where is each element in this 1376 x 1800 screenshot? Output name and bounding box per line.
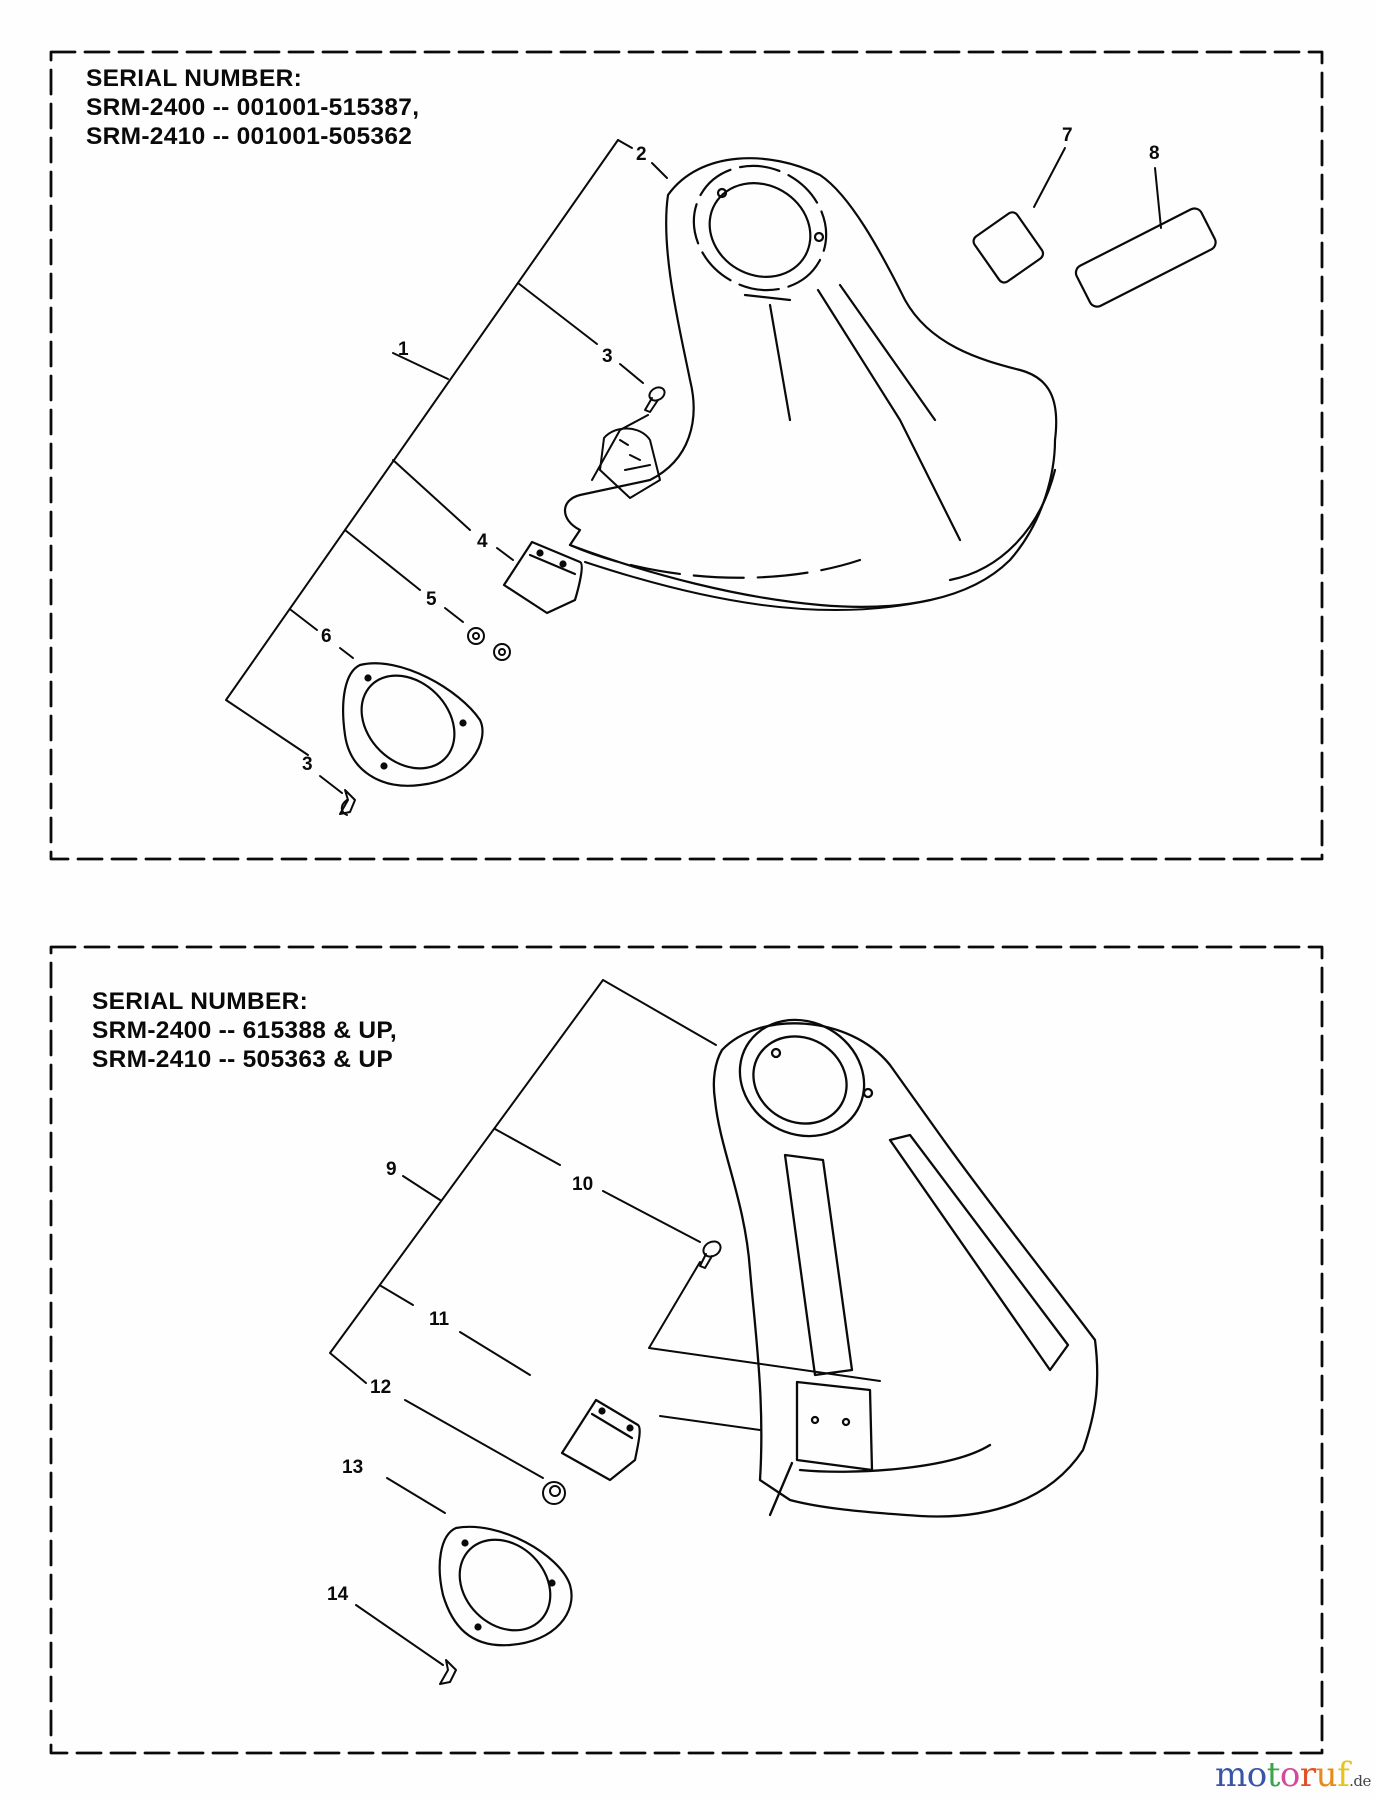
decal-part-7 bbox=[972, 211, 1045, 284]
retainer-plate-part-6 bbox=[342, 662, 484, 787]
bolt-part-10 bbox=[699, 1240, 722, 1269]
lower-serial-heading: SERIAL NUMBER: bbox=[92, 988, 309, 1015]
watermark-letter: o bbox=[1279, 1755, 1300, 1795]
callout-14: 14 bbox=[327, 1584, 349, 1605]
motoruf-watermark: motoruf.de bbox=[1215, 1758, 1371, 1792]
lower-serial-line-2: SRM-2410 -- 505363 & UP bbox=[92, 1046, 394, 1073]
grass-guard-part-9 bbox=[712, 1018, 1099, 1518]
callout-8: 8 bbox=[1149, 143, 1160, 164]
watermark-letter: f bbox=[1337, 1755, 1350, 1795]
callout-3: 3 bbox=[302, 754, 313, 775]
watermark-letter: m bbox=[1215, 1755, 1247, 1795]
callout-7: 7 bbox=[1062, 125, 1073, 146]
watermark-domain: .de bbox=[1349, 1772, 1371, 1790]
watermark-letter: u bbox=[1315, 1755, 1338, 1795]
grass-guard-part-2 bbox=[563, 157, 1058, 612]
bolt-part-14 bbox=[439, 1659, 457, 1685]
callout-2: 2 bbox=[636, 144, 647, 165]
upper-serial-line-1: SRM-2400 -- 001001-515387, bbox=[86, 94, 420, 121]
lower-callout-leaders bbox=[329, 979, 881, 1666]
decal-part-8 bbox=[1074, 207, 1217, 308]
callout-5: 5 bbox=[426, 589, 437, 610]
callout-13: 13 bbox=[342, 1457, 364, 1478]
retainer-plate-part-13 bbox=[438, 1525, 573, 1647]
callout-12: 12 bbox=[370, 1377, 392, 1398]
watermark-letter: r bbox=[1299, 1755, 1316, 1795]
upper-serial-block: SERIAL NUMBER: SRM-2400 -- 001001-515387… bbox=[86, 64, 419, 151]
bracket-part-11 bbox=[560, 1398, 641, 1482]
callout-1: 1 bbox=[398, 339, 409, 360]
nuts-part-5 bbox=[467, 627, 511, 661]
callout-11: 11 bbox=[429, 1309, 450, 1330]
callout-6: 6 bbox=[321, 626, 332, 647]
lower-serial-line-1: SRM-2400 -- 615388 & UP, bbox=[92, 1017, 397, 1044]
watermark-brand: motoruf bbox=[1215, 1755, 1350, 1795]
bolt-part-3-upper bbox=[644, 386, 666, 413]
callout-3: 3 bbox=[602, 346, 613, 367]
callout-9: 9 bbox=[386, 1159, 397, 1180]
watermark-letter: o bbox=[1246, 1755, 1267, 1795]
nut-part-12 bbox=[542, 1481, 566, 1505]
upper-panel-border bbox=[49, 50, 1324, 861]
callout-4: 4 bbox=[477, 531, 488, 552]
mount-bracket-upper bbox=[591, 414, 661, 499]
watermark-letter: t bbox=[1266, 1755, 1281, 1795]
lower-panel-border bbox=[49, 945, 1324, 1755]
bolt-part-3-lower bbox=[339, 789, 356, 816]
bracket-part-4 bbox=[502, 540, 583, 615]
upper-serial-heading: SERIAL NUMBER: bbox=[86, 65, 303, 92]
upper-callout-leaders bbox=[225, 139, 1162, 794]
upper-serial-line-2: SRM-2410 -- 001001-505362 bbox=[86, 123, 413, 150]
lower-serial-block: SERIAL NUMBER: SRM-2400 -- 615388 & UP, … bbox=[92, 987, 397, 1074]
callout-10: 10 bbox=[572, 1174, 594, 1195]
